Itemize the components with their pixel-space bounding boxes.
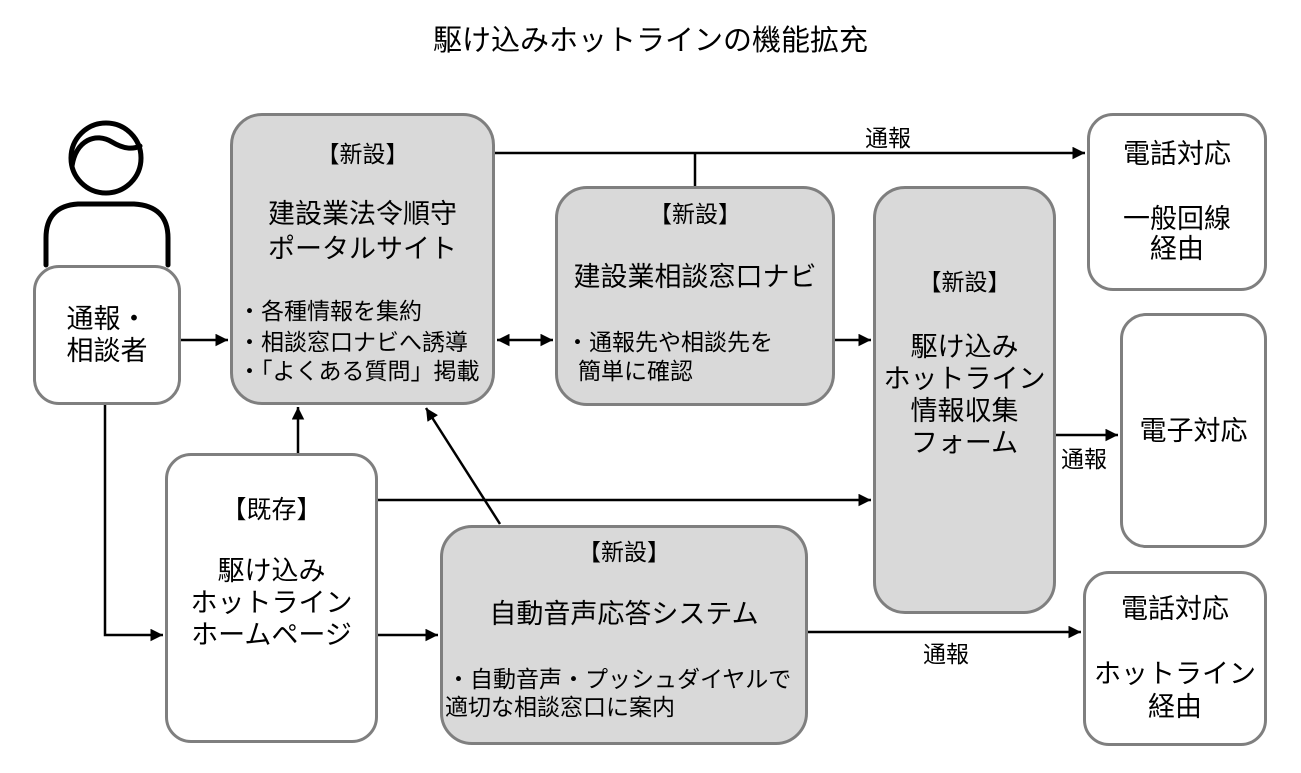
person-hair [69, 135, 143, 169]
portal-name-line: 建設業法令順守 [268, 199, 457, 230]
info-form-box: 【新設】 駆け込み ホットライン 情報収集 フォーム [873, 186, 1056, 614]
form-name-line: フォーム [910, 428, 1019, 459]
consultation-navi-box: 【新設】 建設業相談窓口ナビ ・通報先や相談先を 簡単に確認 [555, 186, 835, 406]
electronic-title: 電子対応 [1139, 416, 1248, 447]
phone-general-line: 一般回線 [1123, 204, 1231, 235]
person-icon [43, 120, 171, 268]
navi-status-tag: 【新設】 [649, 202, 741, 228]
electronic-response-box: 電子対応 [1120, 313, 1267, 548]
portal-bullet: ・「よくある質問」掲載 [238, 359, 480, 385]
phone-general-line: 経由 [1150, 234, 1204, 265]
edge-label-ivr-to-phone-hotline: 通報 [923, 642, 969, 668]
arrow-reporter-to-homepage [103, 405, 163, 642]
page-title: 駆け込みホットラインの機能拡充 [432, 23, 868, 57]
phone-hotline-title: 電話対応 [1121, 594, 1229, 625]
portal-status-tag: 【新設】 [316, 142, 409, 168]
ivr-bullet-line: 適切な相談窓口に案内 [445, 695, 675, 721]
ivr-status-tag: 【新設】 [578, 540, 670, 566]
portal-bullet: ・各種情報を集約 [238, 299, 422, 325]
hotline-homepage-box: 【既存】 駆け込み ホットライン ホームページ [165, 453, 378, 743]
form-status-tag: 【新設】 [918, 270, 1011, 296]
portal-bullet: ・相談窓口ナビへ誘導 [238, 330, 468, 356]
portal-name-line: ポータルサイト [268, 234, 457, 265]
phone-hotline-box: 電話対応 ホットライン 経由 [1083, 571, 1267, 746]
person-head [68, 120, 144, 196]
portal-site-box: 【新設】 建設業法令順守 ポータルサイト ・各種情報を集約 ・相談窓口ナビへ誘導… [230, 113, 495, 405]
person-shoulders [43, 201, 171, 268]
homepage-status-tag: 【既存】 [221, 495, 322, 524]
ivr-system-box: 【新設】 自動音声応答システム ・自動音声・プッシュダイヤルで 適切な相談窓口に… [440, 525, 808, 745]
reporter-line: 通報・ [66, 304, 148, 335]
edge-label-form-to-electronic: 通報 [1061, 447, 1107, 473]
reporter-line: 相談者 [66, 336, 148, 367]
form-name-line: 駆け込み [910, 332, 1019, 363]
form-name-line: ホットライン [883, 364, 1046, 395]
navi-name: 建設業相談窓口ナビ [573, 262, 817, 293]
navi-bullet-line: 簡単に確認 [578, 359, 693, 385]
edge-label-portal-to-phone-general: 通報 [865, 126, 911, 152]
arrow-ivr-to-portal [424, 407, 502, 525]
phone-hotline-line: 経由 [1148, 692, 1202, 723]
ivr-bullet-line: ・自動音声・プッシュダイヤルで [447, 667, 792, 693]
navi-bullet-line: ・通報先や相談先を [566, 330, 773, 356]
homepage-name-line: 駆け込み [217, 556, 326, 587]
phone-general-line-box: 電話対応 一般回線 経由 [1087, 113, 1267, 291]
phone-hotline-line: ホットライン [1094, 659, 1256, 690]
phone-general-title: 電話対応 [1123, 139, 1231, 170]
reporter-box: 通報・ 相談者 [33, 265, 181, 405]
homepage-name-line: ホットライン [190, 588, 353, 619]
homepage-name-line: ホームページ [191, 620, 352, 651]
form-name-line: 情報収集 [910, 396, 1019, 427]
ivr-name: 自動音声応答システム [489, 599, 759, 630]
